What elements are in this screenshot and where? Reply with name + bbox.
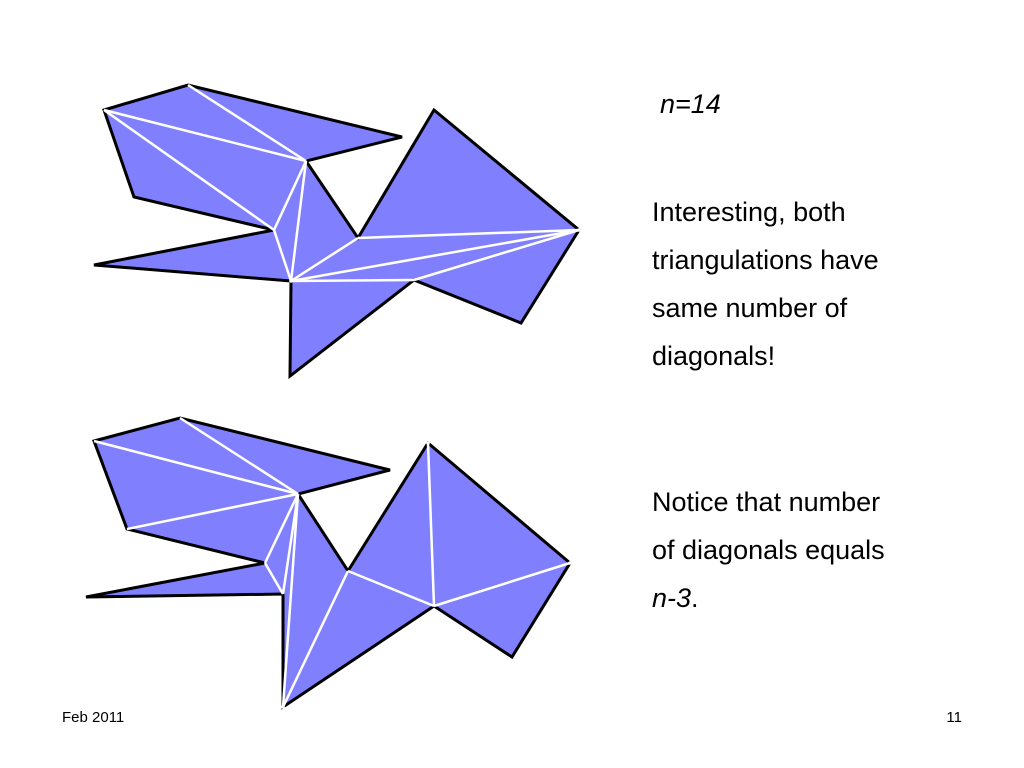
vertex-marker: [577, 228, 581, 232]
diagonals-bottom: [93, 416, 571, 708]
vertex-marker: [426, 441, 430, 445]
paragraph-line: diagonals!: [652, 341, 776, 371]
paragraph-notice: Notice that number of diagonals equals n…: [652, 478, 992, 622]
diagonal: [347, 569, 435, 608]
diagonal: [179, 416, 299, 496]
paragraph-line: of diagonals equals: [652, 535, 885, 565]
diagonal: [413, 228, 580, 282]
paragraph-line-formula: n-3.: [652, 574, 992, 622]
vertex-markers: [281, 228, 581, 709]
diagonal: [272, 160, 308, 231]
diagonal: [126, 492, 299, 531]
diagonal: [357, 228, 580, 240]
diagonal: [289, 160, 308, 282]
n-label: n=14: [660, 89, 721, 119]
diagonal: [433, 561, 571, 608]
paragraph-line: Notice that number: [652, 487, 881, 517]
diagonal: [187, 83, 307, 163]
diagonals-top: [103, 83, 580, 283]
formula-n-minus-3: n-3: [652, 583, 692, 613]
diagonal: [103, 108, 275, 232]
diagonal: [263, 493, 300, 564]
vertex-marker: [289, 279, 293, 283]
paragraph-line: triangulations have: [652, 245, 879, 275]
polygon-top-shape: [93, 83, 581, 380]
diagonal: [426, 442, 436, 607]
vertex-marker: [281, 705, 285, 709]
diagonal: [281, 570, 350, 708]
polygon-bottom-shape: [85, 416, 572, 710]
paragraph-line: same number of: [652, 293, 848, 323]
paragraph-line: Interesting, both: [652, 197, 846, 227]
footer-date: Feb 2011: [62, 709, 125, 726]
formula-period: .: [691, 583, 699, 613]
diagonal: [103, 108, 307, 163]
footer-page-number: 11: [946, 709, 962, 726]
diagonal: [272, 229, 293, 282]
vertex-marker: [568, 561, 572, 565]
diagonal: [290, 278, 415, 283]
diagonal: [93, 439, 299, 496]
diagonal: [290, 236, 359, 283]
diagonal: [290, 228, 580, 283]
paragraph-interesting: Interesting, both triangulations have sa…: [652, 188, 992, 380]
polygon-triangulation-bottom: [85, 416, 572, 710]
polygon-triangulation-top: [93, 83, 581, 380]
diagonal: [281, 493, 300, 708]
diagonal: [263, 562, 285, 595]
diagonal: [281, 493, 300, 595]
